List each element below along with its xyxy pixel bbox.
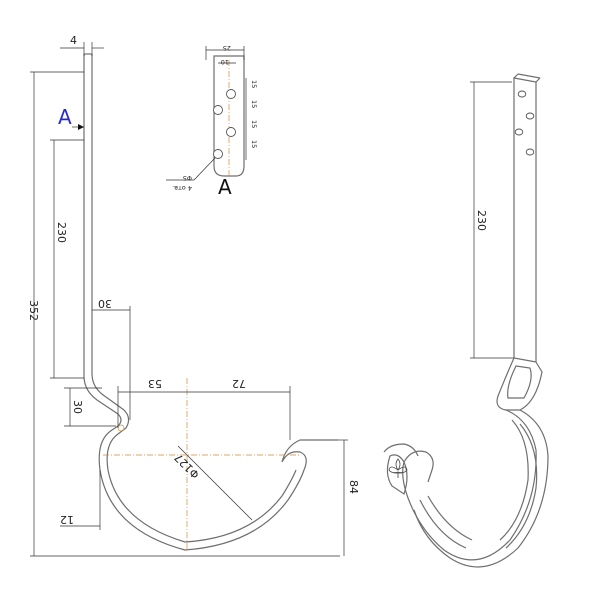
detail-spacing-4: 15 [250, 140, 258, 148]
dim-total-height: 352 [27, 300, 40, 321]
isometric-view: 230 [383, 73, 549, 568]
iso-front-lip [386, 454, 408, 495]
dim-strap-length: 230 [55, 222, 68, 243]
iso-hook-rib-4 [427, 495, 473, 541]
detail-width-outer: 25 [223, 44, 231, 52]
detail-width-inner: 10 [221, 58, 229, 66]
diameter-leader [177, 445, 253, 521]
iso-hook-edge [413, 409, 549, 568]
detail-spacing-3: 15 [250, 120, 258, 128]
side-view: 4 352 230 30 30 53 72 Φ127 84 [27, 34, 360, 557]
detail-strap-outline [213, 55, 245, 177]
iso-neck-slot [507, 365, 532, 399]
detail-spacing-1: 15 [250, 80, 258, 88]
iso-hole-4 [525, 148, 535, 156]
detail-spacing-2: 15 [250, 100, 258, 108]
detail-hole-count: 4 отв. [172, 184, 192, 192]
iso-neck [496, 357, 543, 411]
iso-hole-2 [525, 112, 535, 120]
detail-label: A [218, 175, 232, 199]
hole-1 [226, 89, 236, 99]
dim-right-strap-length: 230 [475, 210, 488, 231]
iso-strap-plate [513, 77, 537, 363]
iso-hook-rib-3 [419, 499, 467, 549]
section-arrow-icon [78, 124, 84, 130]
iso-hole-1 [517, 90, 527, 98]
dim-depth: 84 [347, 480, 360, 494]
strap-outline [83, 54, 338, 551]
iso-hook-rib-1 [499, 419, 529, 541]
fleur-de-lis-icon [388, 458, 408, 478]
hole-4 [213, 149, 223, 159]
dim-left-radius: 53 [148, 377, 162, 390]
dim-neck-height: 30 [71, 400, 84, 414]
detail-view-a: 25 10 15 15 15 15 Φ5 4 отв. A [166, 44, 258, 199]
iso-lip-top [383, 443, 419, 457]
iso-hook-rib-2 [505, 423, 538, 549]
pivot-center-mark [117, 424, 125, 432]
dim-offset: 30 [98, 297, 112, 310]
hole-2 [213, 105, 223, 115]
section-label: A [58, 105, 72, 129]
dim-right-radius: 72 [232, 377, 246, 390]
hole-3 [226, 127, 236, 137]
strap-inner [91, 54, 297, 543]
iso-hole-3 [514, 128, 524, 136]
dim-lip: 12 [60, 513, 74, 526]
dim-top-width: 4 [70, 34, 77, 47]
detail-hole-diameter: Φ5 [183, 174, 192, 182]
